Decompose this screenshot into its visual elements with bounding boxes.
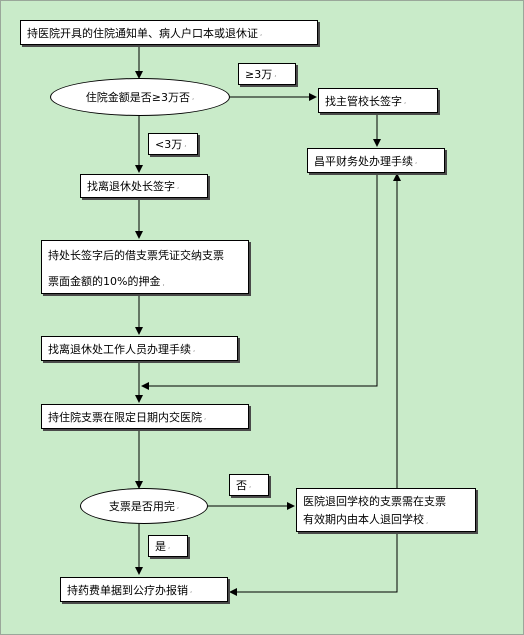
retire-office-sign-text: 找离退休处长签字 [87,180,175,193]
retire-staff-text: 找离退休处工作人员办理手续 [48,342,191,356]
yes-label-box: 是, [148,535,188,557]
arrow-finance-to-merge [141,173,378,390]
check-used-text: 支票是否用完 [108,500,175,513]
amount-check-text: 住院金额是否≥3万否 [85,91,190,104]
changping-finance-box: 昌平财务处办理手续, [307,148,445,173]
deliver-hospital-box: 持住院支票在限定日期内交医院, [41,404,249,429]
lt3-label-text: <3万 [155,138,183,151]
arrow-return-to-reimburse [229,532,398,596]
deposit-text-line2: 票面金额的10%的押金 [48,275,161,288]
deposit-box: 持处长签字后的借支票凭证交纳支票 票面金额的10%的押金, [41,240,249,294]
changping-finance-text: 昌平财务处办理手续 [314,154,413,168]
return-text-line2: 有效期内由本人退回学校 [303,513,424,526]
return-text-line1: 医院退回学校的支票需在支票 [303,495,446,508]
reimburse-text: 持药费单据到公疗办报销 [67,583,188,597]
start-box: 持医院开具的住院通知单、病人户口本或退休证, [20,20,318,45]
deposit-text-line1: 持处长签字后的借支票凭证交纳支票 [48,249,224,262]
retire-staff-box: 找离退休处工作人员办理手续, [41,336,238,361]
yes-label-text: 是 [155,540,166,553]
retire-office-sign-box: 找离退休处长签字, [80,174,208,198]
no-label-box: 否, [229,474,269,496]
president-sign-text: 找主管校长签字 [325,94,402,108]
start-text: 持医院开具的住院通知单、病人户口本或退休证 [27,26,258,40]
ge3-label-box: ≥3万, [238,63,296,85]
deliver-hospital-text: 持住院支票在限定日期内交医院 [48,410,202,424]
ge3-label-text: ≥3万 [245,68,273,81]
lt3-label-box: <3万, [148,133,198,155]
amount-check-decision: 住院金额是否≥3万否, [50,78,230,116]
no-label-text: 否 [236,479,247,492]
check-used-decision: 支票是否用完, [80,488,208,524]
reimburse-box: 持药费单据到公疗办报销, [60,577,228,602]
president-sign-box: 找主管校长签字, [318,88,438,113]
return-check-box: 医院退回学校的支票需在支票 有效期内由本人退回学校, [296,488,476,532]
